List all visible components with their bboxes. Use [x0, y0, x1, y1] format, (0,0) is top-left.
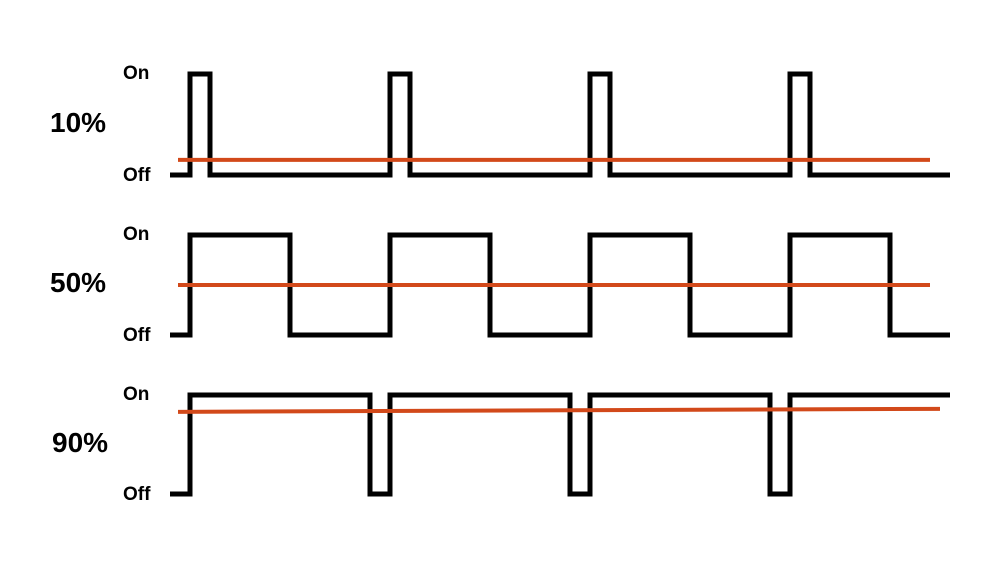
- off-label: Off: [123, 325, 151, 346]
- off-label: Off: [123, 165, 151, 186]
- on-label: On: [123, 224, 150, 245]
- off-label: Off: [123, 484, 151, 505]
- pwm-signal-50pct: [170, 232, 950, 338]
- average-line-90pct: [177, 406, 941, 414]
- duty-cycle-label: 90%: [52, 426, 109, 458]
- on-label: On: [123, 63, 150, 84]
- duty-cycle-label: 50%: [50, 267, 107, 298]
- on-label: On: [123, 384, 150, 405]
- pwm-signal-10pct: [170, 71, 950, 178]
- pwm-signal-90pct: [170, 392, 950, 497]
- duty-cycle-label: 10%: [50, 106, 107, 138]
